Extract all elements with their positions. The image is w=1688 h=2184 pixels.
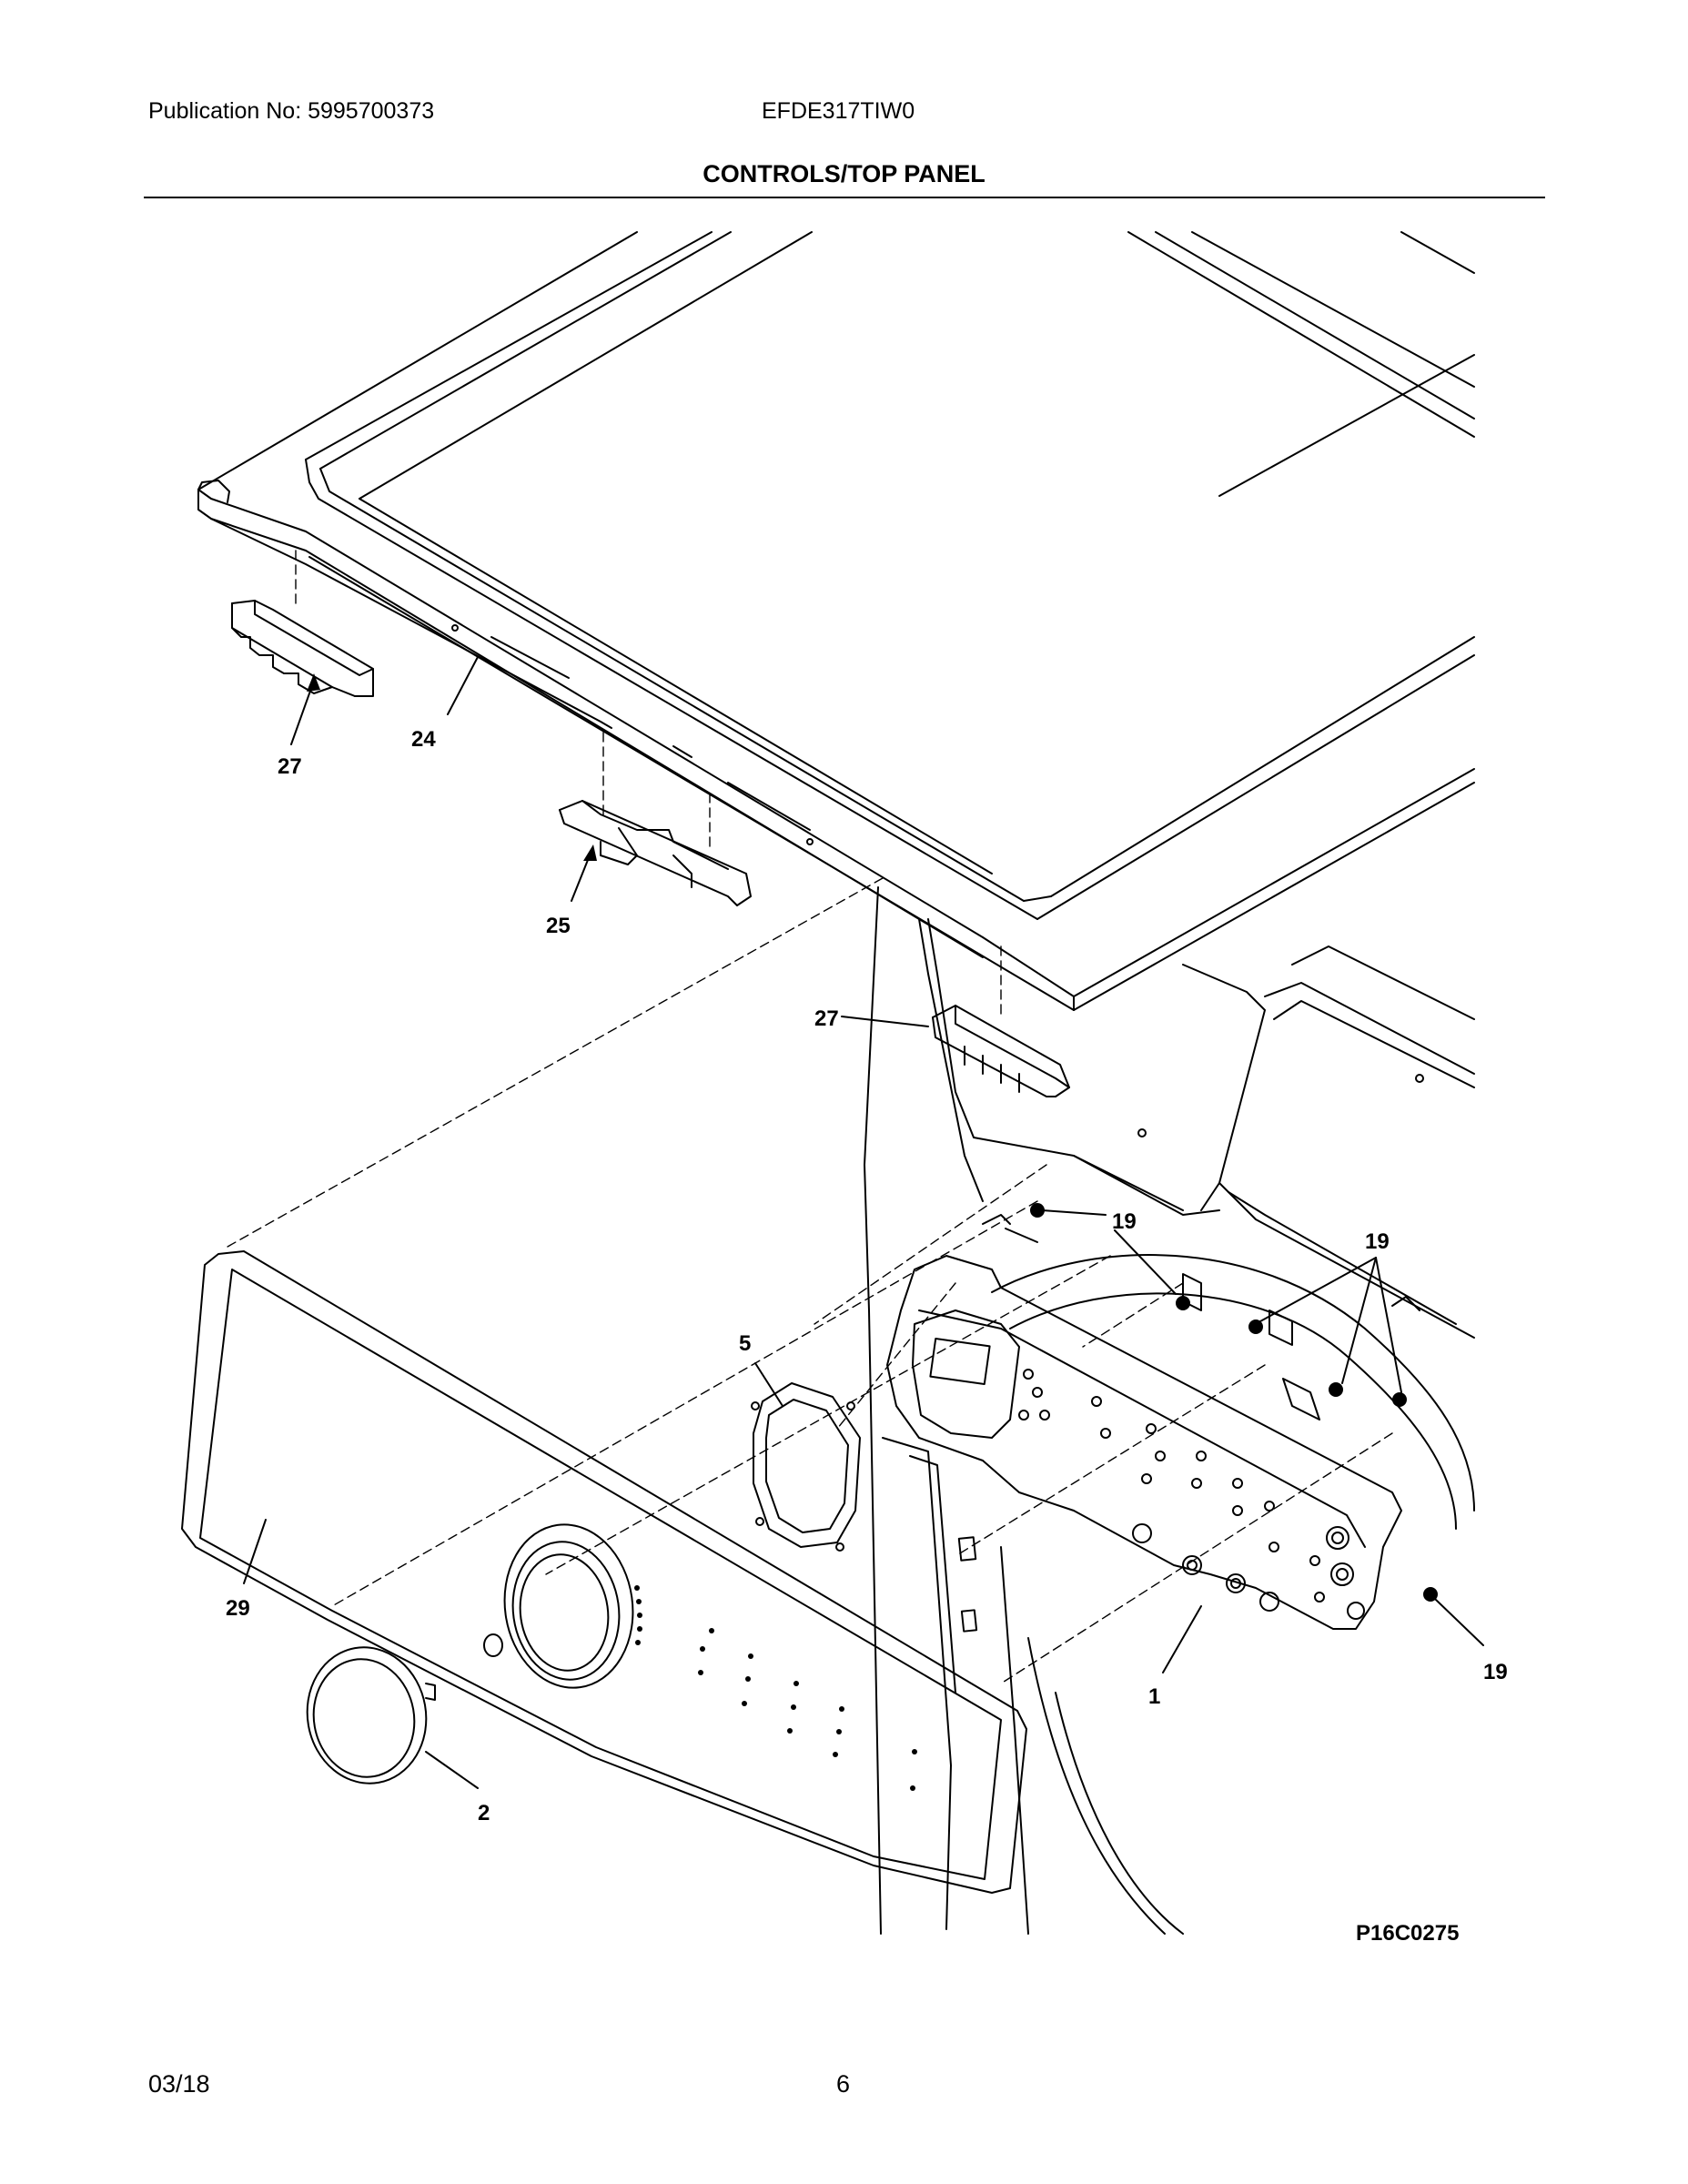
control-board-part	[886, 1214, 1402, 1630]
callout-27-left: 27	[278, 754, 302, 779]
leader-19-right-a	[1259, 1257, 1377, 1322]
leader-29	[243, 1519, 267, 1584]
cabinet-frame	[864, 886, 1475, 1935]
alignment-lines	[227, 550, 1393, 1684]
callout-19-right: 19	[1365, 1229, 1390, 1254]
leader-19-right-b	[1341, 1257, 1377, 1384]
callout-27-right: 27	[814, 1006, 839, 1031]
light-pipe-gasket-part	[751, 1382, 861, 1552]
leader-2	[425, 1751, 479, 1789]
callout-25: 25	[546, 914, 571, 938]
leader-5	[754, 1362, 783, 1407]
leader-19-bottom	[1435, 1599, 1484, 1646]
hinge-bracket-part	[559, 800, 752, 906]
callout-5: 5	[739, 1331, 751, 1356]
page-title: CONTROLS/TOP PANEL	[702, 160, 986, 187]
knob-ring-part	[306, 1646, 436, 1785]
callout-29: 29	[226, 1596, 250, 1621]
callout-24: 24	[411, 727, 436, 752]
header-divider	[144, 197, 1545, 198]
callout-19-bottom: 19	[1483, 1660, 1508, 1684]
leader-1	[1162, 1605, 1202, 1673]
leader-19-top-b	[1114, 1229, 1177, 1295]
page-number: 6	[836, 2070, 851, 2098]
bracket-right-part	[932, 1005, 1070, 1097]
model-number: EFDE317TIW0	[762, 98, 915, 124]
bracket-left-part	[231, 600, 374, 697]
top-panel-part	[197, 231, 1475, 1011]
figure-code: P16C0275	[1356, 1921, 1459, 1946]
console-panel-part	[181, 1250, 1027, 1894]
leader-27-right	[841, 1016, 929, 1027]
callout-19-top: 19	[1112, 1209, 1137, 1234]
drum-front	[882, 1254, 1475, 1935]
leader-19-top-a	[1041, 1209, 1107, 1216]
leader-27-left	[290, 680, 315, 745]
footer-date: 03/18	[148, 2070, 210, 2098]
leader-19-right-c	[1375, 1257, 1402, 1393]
leader-24	[447, 656, 479, 715]
callout-2: 2	[478, 1801, 490, 1825]
publication-number: Publication No: 5995700373	[148, 98, 435, 124]
callout-1: 1	[1148, 1684, 1160, 1709]
